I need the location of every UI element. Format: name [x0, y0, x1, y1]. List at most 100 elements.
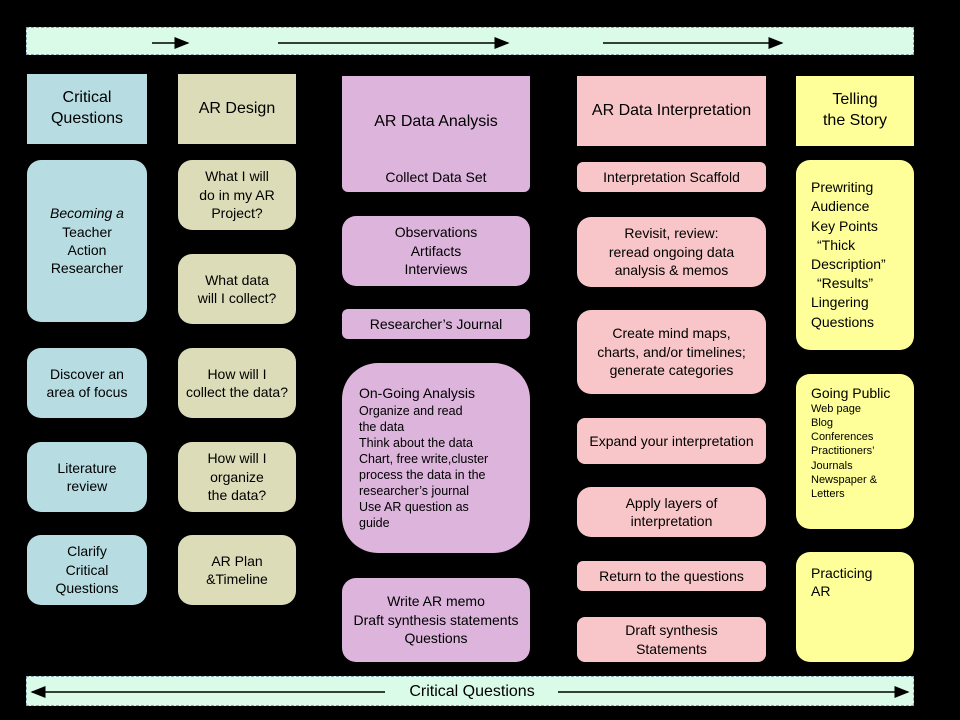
box-text-line: Critical Questions [409, 683, 535, 701]
box-text-line: Chart, free write,cluster [359, 451, 489, 466]
box-text-line: analysis & memos [614, 262, 729, 279]
bottom-band-label: Critical Questions [390, 680, 554, 704]
box-draft-synthesis: Draft synthesis Statements [577, 617, 766, 662]
box-text-line: the data? [207, 487, 267, 504]
box-text-line: Collect Data Set [385, 168, 487, 185]
box-text-line: How will I [207, 450, 267, 467]
box-text-line: Write AR memo [387, 593, 485, 610]
box-text-line: do in my AR [199, 186, 275, 203]
box-text-line: Telling [832, 91, 878, 109]
box-text-line: How will I [207, 365, 267, 382]
box-text-line: Think about the data [359, 435, 473, 450]
box-literature-review: Literature review [27, 442, 147, 512]
box-text-line: Practitioners’ [811, 445, 875, 458]
box-text-line: Discover an [50, 365, 124, 382]
box-create-mind-maps: Create mind maps, charts, and/or timelin… [577, 310, 766, 394]
box-text-line: Use AR question as [359, 499, 469, 514]
box-text-line: will I collect? [197, 290, 277, 306]
box-text-line: researcher’s journal [359, 483, 470, 498]
box-what-will-i-do: What I will do in my AR Project? [178, 160, 296, 230]
box-text-line: Artifacts [410, 242, 462, 259]
box-text-line: Critical [65, 561, 109, 578]
box-text-line: Interpretation Scaffold [603, 168, 740, 185]
box-text-line: Newspaper & [811, 473, 878, 486]
header-ar-data-analysis: AR Data Analysis [342, 76, 530, 168]
box-expand-interpretation: Expand your interpretation [577, 418, 766, 464]
box-prewriting: Prewriting Audience Key Points “Thick De… [796, 160, 914, 350]
header-critical-questions: Critical Questions [27, 74, 147, 144]
header-ar-design: AR Design [178, 74, 296, 144]
box-text-line: Questions [404, 630, 468, 647]
box-what-data: What data will I collect? [178, 254, 296, 324]
box-text-line: Web page [811, 403, 861, 416]
box-text-line: Practicing [811, 565, 873, 581]
box-text-line: Audience [811, 198, 870, 215]
box-text-line: Blog [811, 417, 834, 430]
box-return-to-questions: Return to the questions [577, 561, 766, 591]
box-text-line: Questions [811, 313, 875, 330]
box-text-line: the data [359, 419, 405, 434]
box-text-line: Researcher’s Journal [369, 315, 503, 332]
box-text-line: AR Plan [211, 552, 263, 569]
header-telling-the-story: Telling the Story [796, 76, 914, 146]
box-text-line: Journals [811, 459, 853, 472]
box-revisit-review: Revisit, review: reread ongoing data ana… [577, 217, 766, 287]
box-text-line: Observations [394, 224, 478, 241]
box-text-line: Researcher [50, 260, 124, 277]
box-text-line: Questions [55, 580, 119, 597]
box-text-line: “Results” [817, 275, 874, 292]
header-ar-data-interpretation: AR Data Interpretation [577, 76, 766, 146]
box-text-line: Revisit, review: [624, 225, 719, 242]
box-text-line: On-Going Analysis [359, 385, 475, 402]
box-interpretation-scaffold: Interpretation Scaffold [577, 162, 766, 192]
box-text-line: Key Points [811, 217, 878, 234]
box-text-line: Statements [636, 640, 707, 657]
box-text-line: Organize and read [359, 403, 463, 418]
box-text-line: Action [67, 242, 107, 258]
box-text-line: Critical [62, 89, 112, 107]
box-text-line: Apply layers of [625, 494, 718, 511]
box-researchers-journal: Researcher’s Journal [342, 309, 530, 339]
box-discover-area: Discover an area of focus [27, 348, 147, 418]
box-text-line: reread ongoing data [608, 243, 735, 260]
box-text-line: AR Data Interpretation [591, 101, 752, 119]
top-progress-band [26, 27, 914, 55]
box-clarify-questions: Clarify Critical Questions [27, 535, 147, 605]
box-text-line: review [66, 478, 108, 494]
box-how-collect: How will I collect the data? [178, 348, 296, 418]
box-text-line: &Timeline [206, 571, 268, 587]
box-observations: Observations Artifacts Interviews [342, 216, 530, 286]
box-text-line: Lingering [811, 294, 869, 311]
box-text-line: interpretation [630, 513, 713, 529]
box-text-line: What I will [205, 168, 269, 185]
box-text-line: Conferences [811, 431, 874, 444]
box-text-line: Going Public [811, 385, 891, 401]
box-text-line: Teacher [62, 223, 112, 240]
box-text-line: Expand your interpretation [589, 432, 754, 449]
box-text-line: area of focus [46, 384, 128, 400]
box-text-line: AR Data Analysis [374, 112, 498, 130]
box-text-line: Return to the questions [599, 567, 744, 584]
box-text-line: “Thick [817, 236, 856, 253]
box-text-line: charts, and/or timelines; [597, 343, 746, 360]
box-collect-data-set: Collect Data Set [342, 162, 530, 192]
box-text-line: Draft synthesis [625, 622, 718, 639]
box-text-line: Create mind maps, [612, 325, 731, 342]
box-text-line: Interviews [404, 261, 468, 278]
box-ongoing-analysis: On-Going Analysis Organize and read the … [342, 363, 530, 553]
bottom-critical-questions-band [26, 676, 914, 706]
box-text-line: the Story [822, 112, 888, 129]
box-ar-plan: AR Plan &Timeline [178, 535, 296, 605]
box-practicing-ar: Practicing AR [796, 552, 914, 662]
box-text-line: collect the data? [186, 384, 288, 400]
box-apply-layers: Apply layers of interpretation [577, 487, 766, 537]
box-text-line: Project? [211, 205, 263, 222]
box-text-line: AR Design [198, 99, 276, 117]
box-write-ar-memo: Write AR memo Draft synthesis statements… [342, 578, 530, 662]
box-text-line: Draft synthesis statements [353, 611, 519, 628]
becoming-line: Becoming a [50, 204, 124, 222]
box-text-line: Becoming a [50, 205, 124, 222]
box-text-line: process the data in the [359, 467, 486, 482]
box-text-line: Questions [50, 110, 124, 127]
